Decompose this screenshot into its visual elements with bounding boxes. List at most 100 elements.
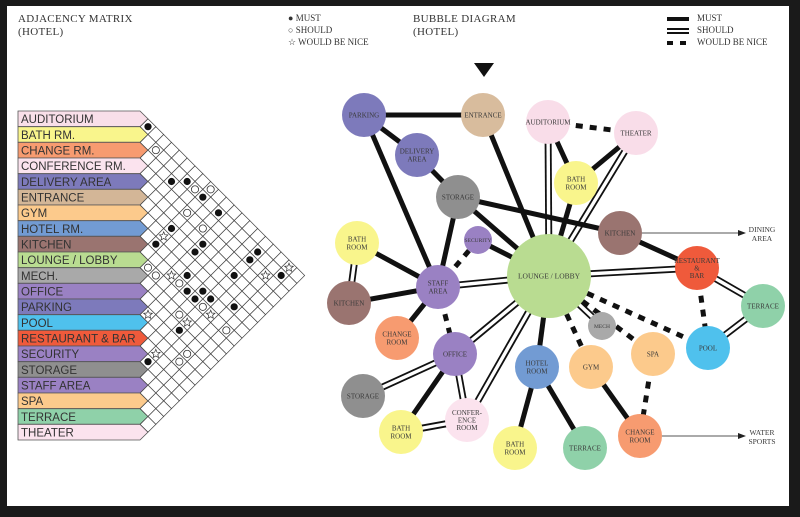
label-line: CHANGE (625, 429, 654, 437)
bubble-circle (686, 326, 730, 370)
bubble-circle (675, 246, 719, 290)
legend-nice: ☆ WOULD BE NICE (288, 37, 369, 48)
edge-must (361, 114, 441, 288)
label-line: BAR (690, 272, 705, 280)
label-line: AREA (752, 234, 773, 243)
edge-must (457, 194, 621, 236)
matrix-mark-must (230, 303, 238, 311)
bubble-storage-bottom: STORAGE (341, 374, 385, 418)
bubble-parking: PARKING (342, 93, 386, 137)
label-line: RESTAURANT (674, 257, 720, 265)
bubble-circle (335, 221, 379, 265)
matrix-row-label: GYM (21, 208, 47, 220)
matrix-mark-should (175, 279, 184, 288)
matrix-mark-must (191, 248, 199, 256)
matrix-mark-should (151, 146, 160, 155)
matrix-row-label: RESTAURANT & BAR (21, 334, 136, 346)
label-line: BATH (567, 176, 585, 184)
bubble-label: TERRACE (747, 302, 779, 310)
matrix-mark-must (199, 287, 207, 295)
matrix-cell (139, 416, 157, 433)
bubble-label: ENTRANCE (464, 111, 501, 119)
legend-nice-line: WOULD BE NICE (667, 37, 768, 47)
matrix-mark-should (198, 224, 207, 233)
bubble-circle (741, 284, 785, 328)
label-line: ROOM (346, 243, 368, 251)
bubble-circle (588, 312, 616, 340)
matrix-mark-must (191, 295, 199, 303)
matrix-mark-should (143, 263, 152, 272)
label-line: AUDITORIUM (526, 118, 572, 126)
matrix-row-label: THEATER (21, 428, 74, 440)
bubble-circle (375, 316, 419, 360)
bubble-label: POOL (699, 344, 717, 352)
bubble-circle (493, 426, 537, 470)
matrix-row-label: STORAGE (21, 365, 77, 377)
bubble-pool: POOL (686, 326, 730, 370)
bubble-label: STORAGE (347, 392, 379, 400)
bubble-office: OFFICE (433, 332, 477, 376)
matrix-row-label: OFFICE (21, 287, 63, 299)
label-line: THEATER (620, 129, 651, 137)
label-line: KITCHEN (334, 299, 365, 307)
matrix-row-label: SECURITY (21, 349, 79, 361)
bubble-label: AUDITORIUM (526, 118, 572, 126)
matrix-row-label: HOTEL RM. (21, 224, 83, 236)
label-line: WATER (750, 428, 775, 437)
bubble-label: SPA (647, 350, 659, 358)
bubble-label: OFFICE (443, 350, 467, 358)
matrix-mark-must (183, 271, 191, 280)
bubble-mech: MECH (588, 312, 616, 340)
matrix-row-label: DELIVERY AREA (21, 177, 112, 189)
bubble-circle (515, 345, 559, 389)
bubble-label: THEATER (620, 129, 651, 137)
matrix-mark-nice (283, 262, 295, 273)
matrix-row-label: LOUNGE / LOBBY (21, 255, 118, 267)
matrix-mark-should (190, 185, 199, 194)
matrix-row-label: ENTRANCE (21, 193, 85, 205)
label-line: ROOM (386, 338, 408, 346)
bubble-circle (614, 111, 658, 155)
legend-label: SHOULD (697, 25, 734, 35)
legend-must: ● MUST (288, 13, 321, 23)
matrix-mark-should (175, 357, 184, 366)
label-line: SPA (647, 350, 659, 358)
bubble-circle (631, 332, 675, 376)
bubble-label: MECH (594, 324, 610, 330)
label-line: POOL (699, 344, 717, 352)
matrix-mark-must (167, 177, 176, 186)
matrix-mark-must (175, 326, 183, 334)
bubble-lounge: LOUNGE / LOBBY (507, 234, 591, 318)
bubble-kitchen-right: KITCHEN (598, 211, 642, 255)
bubble-entrance: ENTRANCE (461, 93, 505, 137)
bubble-spa: SPA (631, 332, 675, 376)
bubble-label: KITCHEN (334, 299, 365, 307)
edge-nice (436, 238, 480, 289)
label-line: SPORTS (748, 437, 775, 446)
matrix-mark-must (207, 295, 215, 303)
label-line: BATH (506, 441, 524, 449)
bubble-circle (618, 414, 662, 458)
matrix-mark-must (183, 287, 191, 295)
bubble-circle (461, 93, 505, 137)
matrix-mark-must (167, 224, 176, 233)
matrix-mark-must (254, 248, 262, 256)
label-line: KITCHEN (605, 229, 636, 237)
bubble-restaurant: RESTAURANT&BAR (674, 246, 721, 290)
label-line: ENCE (458, 416, 476, 424)
bubble-terrace-right: TERRACE (741, 284, 785, 328)
matrix-mark-should (183, 208, 192, 217)
bubble-header: BUBBLE DIAGRAM (HOTEL) (413, 13, 516, 39)
